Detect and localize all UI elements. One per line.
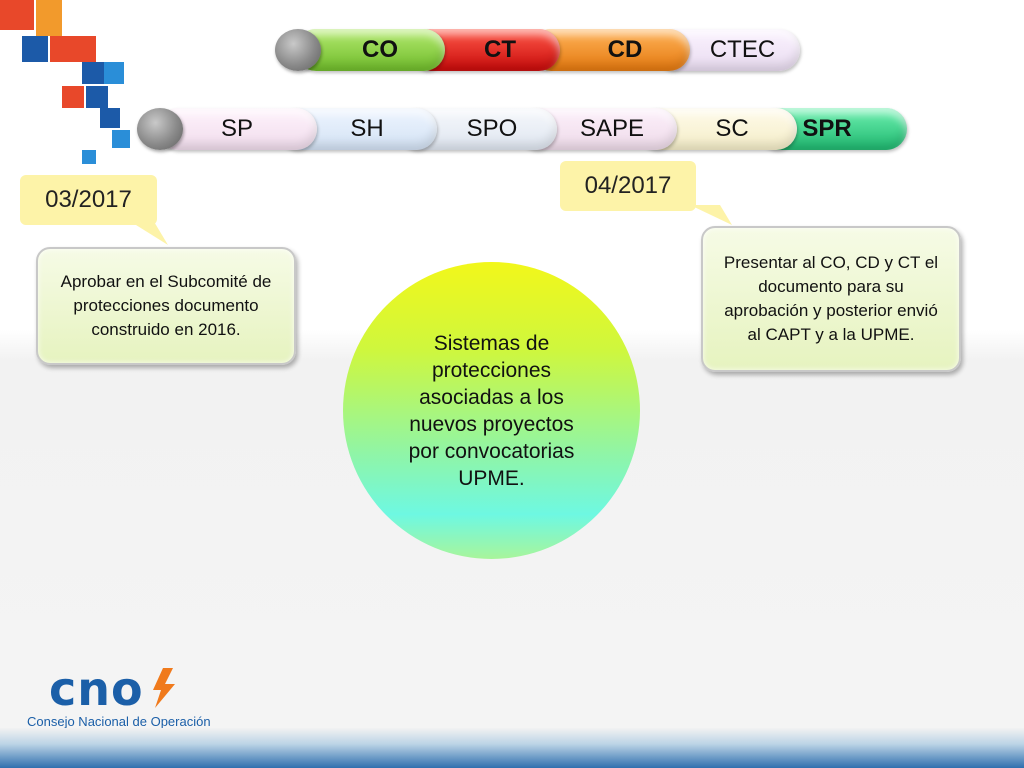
right-date-tag: 04/2017 xyxy=(560,161,696,211)
right-tag-pointer xyxy=(690,205,732,225)
logo-subtitle: Consejo Nacional de Operación xyxy=(27,714,211,729)
center-topic-circle: Sistemas de protecciones asociadas a los… xyxy=(343,262,640,559)
subcommittee-sp: SP xyxy=(157,108,317,150)
subcommittee-bar: SPR SC SAPE SPO SH SP xyxy=(137,108,912,150)
cno-logo: cno Consejo Nacional de Operación xyxy=(27,662,227,730)
lightning-bolt-icon xyxy=(153,668,175,708)
left-date-tag: 03/2017 xyxy=(20,175,157,225)
bar-start-ball xyxy=(275,29,321,71)
committee-bar: CTEC CD CT CO xyxy=(275,29,805,71)
left-note: Aprobar en el Subcomité de protecciones … xyxy=(36,247,296,365)
bar-start-ball xyxy=(137,108,183,150)
right-note: Presentar al CO, CD y CT el documento pa… xyxy=(701,226,961,372)
logo-mark: cno xyxy=(49,662,144,716)
footer-band xyxy=(0,728,1024,768)
